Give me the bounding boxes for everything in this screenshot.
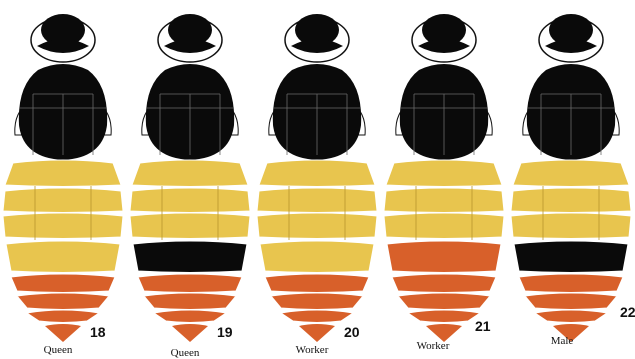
caste-label-20: Worker	[282, 344, 342, 356]
bee-diagram-22	[508, 0, 635, 358]
abdomen-band-6	[525, 293, 617, 310]
abdomen-band-4	[133, 241, 247, 273]
figure-number-19: 19	[217, 324, 233, 340]
sting-tip	[299, 324, 335, 342]
abdomen-band-2	[511, 188, 631, 213]
abdomen-band-1	[386, 160, 502, 187]
bee-diagram-18	[0, 0, 127, 358]
caste-label-22: Male	[532, 335, 592, 347]
bee-figure-22: 22 Male	[508, 0, 635, 358]
abdomen-band-5	[392, 274, 496, 293]
abdomen-band-2	[130, 188, 250, 213]
bee-body-18	[3, 14, 123, 342]
abdomen-band-2	[384, 188, 504, 213]
abdomen-band-3	[511, 213, 631, 239]
abdomen-band-4	[387, 241, 501, 273]
abdomen-band-3	[3, 213, 123, 239]
abdomen-band-7	[154, 310, 226, 323]
abdomen-band-5	[11, 274, 115, 293]
bee-body-20	[257, 14, 377, 342]
sting-tip	[45, 324, 81, 342]
bee-diagram-20	[254, 0, 381, 358]
abdomen-band-6	[17, 293, 109, 310]
caste-label-19: Queen	[155, 347, 215, 359]
abdomen-band-6	[271, 293, 363, 310]
figure-number-20: 20	[344, 324, 360, 340]
abdomen-band-5	[138, 274, 242, 293]
figure-number-18: 18	[90, 324, 106, 340]
abdomen-band-5	[519, 274, 623, 293]
abdomen-band-2	[257, 188, 377, 213]
abdomen-band-1	[259, 160, 375, 187]
abdomen-band-7	[27, 310, 99, 323]
bee-figure-19: 19 Queen	[127, 0, 254, 358]
abdomen-band-3	[384, 213, 504, 239]
bee-body-21	[384, 14, 504, 342]
abdomen-band-6	[398, 293, 490, 310]
abdomen-band-1	[513, 160, 629, 187]
bee-body-19	[130, 14, 250, 342]
abdomen-band-2	[3, 188, 123, 213]
abdomen-band-6	[144, 293, 236, 310]
abdomen-band-3	[257, 213, 377, 239]
bee-body-22	[511, 14, 631, 342]
bee-figure-20: 20 Worker	[254, 0, 381, 358]
abdomen-band-7	[408, 310, 480, 323]
abdomen-band-5	[265, 274, 369, 293]
abdomen-band-4	[514, 241, 628, 273]
bee-diagram-21	[381, 0, 508, 358]
abdomen-band-3	[130, 213, 250, 239]
abdomen-band-1	[5, 160, 121, 187]
bee-diagram-19	[127, 0, 254, 358]
figure-number-22: 22	[620, 304, 635, 320]
sting-tip	[172, 324, 208, 342]
abdomen-band-4	[6, 241, 120, 273]
abdomen-band-1	[132, 160, 248, 187]
abdomen-band-7	[535, 310, 607, 323]
caste-label-21: Worker	[403, 340, 463, 352]
figure-number-21: 21	[475, 318, 491, 334]
caste-label-18: Queen	[28, 344, 88, 356]
bee-figure-18: 18 Queen	[0, 0, 127, 358]
abdomen-band-7	[281, 310, 353, 323]
bee-figure-21: 21 Worker	[381, 0, 508, 358]
abdomen-band-4	[260, 241, 374, 273]
